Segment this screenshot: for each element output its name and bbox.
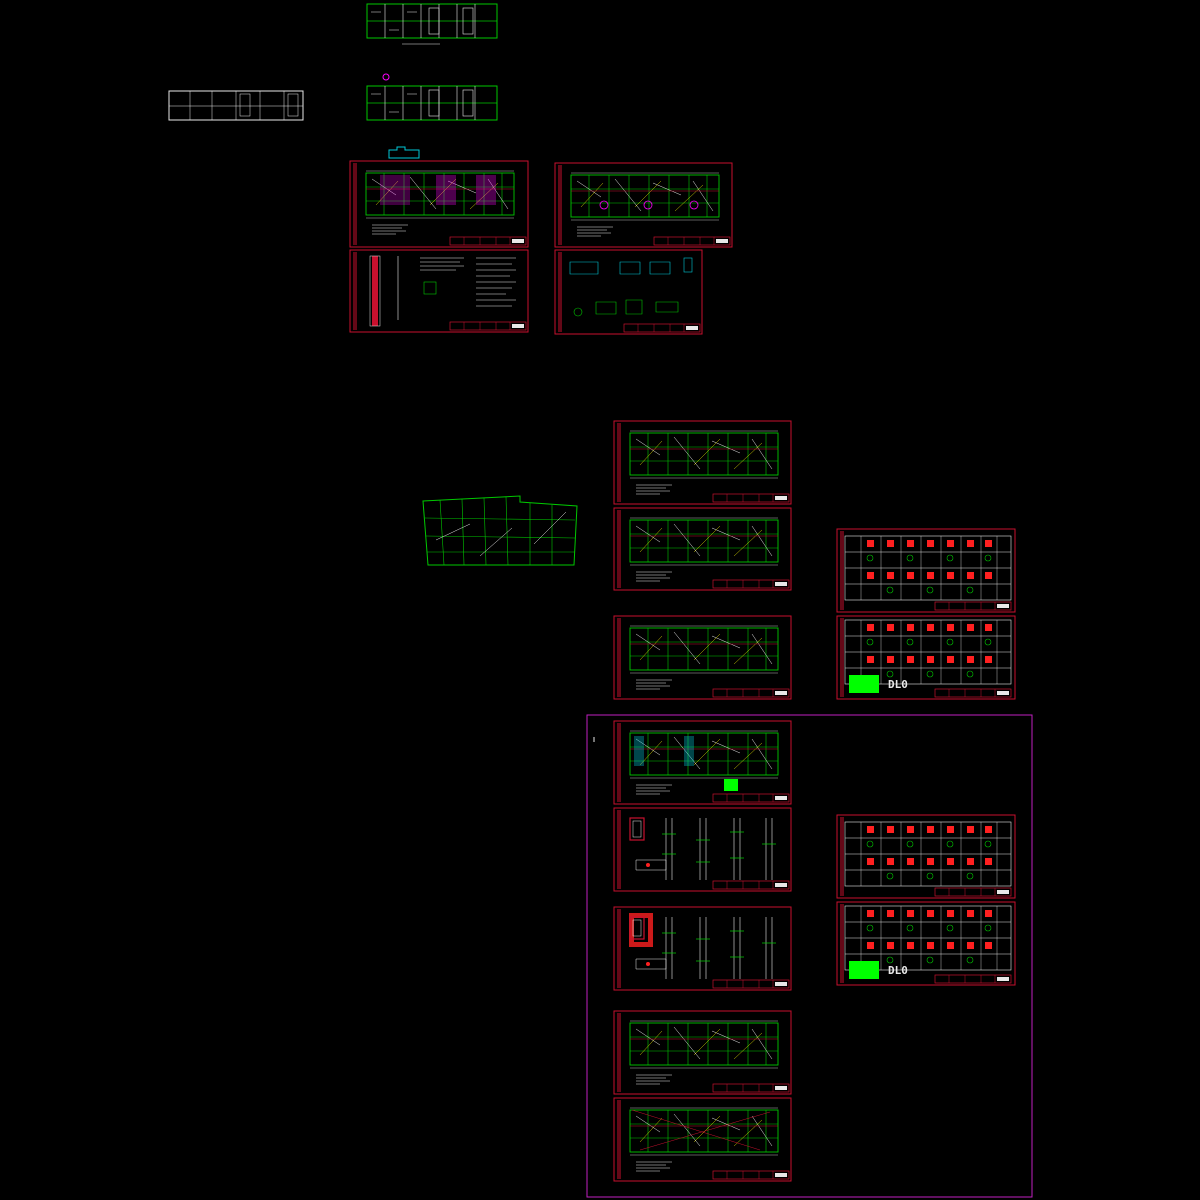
sheet-floor-plan-f [613,1097,792,1182]
skewed-floor-plan [422,495,578,566]
sheet-column-schedule-4: DL0 [836,901,1016,986]
sheet-section-details-2 [613,906,792,991]
sheet-column-schedule-3 [836,814,1016,899]
sheet-foundation-plan-1 [349,160,529,248]
sheet-column-schedule-1 [836,528,1016,613]
sheet-floor-plan-d [613,720,792,805]
cyan-key-plan [388,146,420,159]
sheet-floor-plan-e [613,1010,792,1095]
plan-strip-second [366,73,498,121]
sheet-column-schedule-2: DL0 [836,615,1016,700]
sheet-floor-plan-a [613,420,792,505]
sheet-foundation-details [554,249,703,335]
sheet-floor-plan-c [613,615,792,700]
svg-text:DL0: DL0 [888,964,908,977]
plan-strip-white-left [168,90,304,121]
selection-group-frame[interactable] [586,714,1033,1198]
sheet-foundation-plan-2 [554,162,733,248]
sheet-floor-plan-b [613,507,792,591]
sheet-section-details-1 [613,807,792,892]
sheet-general-notes [349,249,529,333]
plan-strip-top [366,3,498,45]
svg-text:DL0: DL0 [888,678,908,691]
